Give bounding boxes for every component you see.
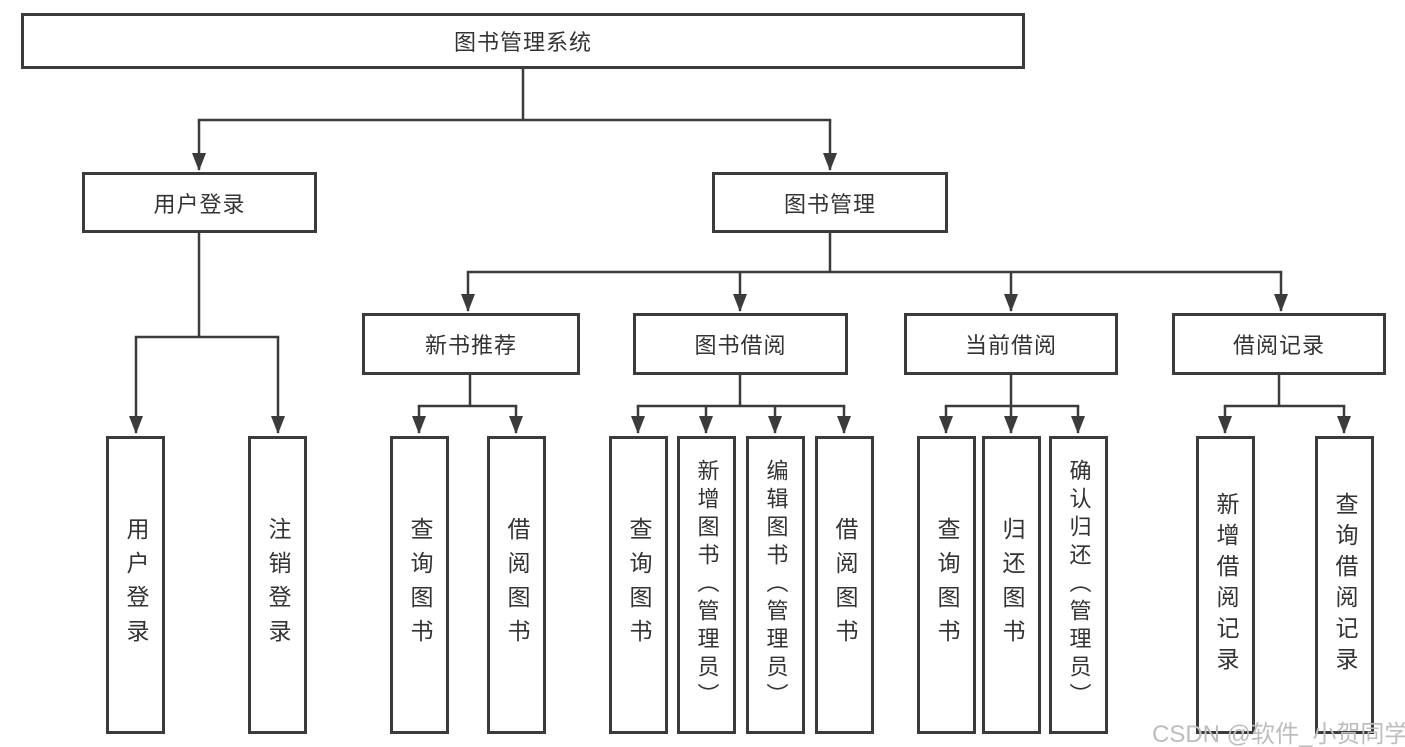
csdn-watermark: CSDN @软件_小贺同学 xyxy=(1152,721,1405,747)
leaf-confirm-return-admin: 确认归还（管理员） xyxy=(1049,436,1108,734)
leaf-query-borrow-record: 查询借阅记录 xyxy=(1315,436,1374,734)
node-user-login-branch: 用户登录 xyxy=(82,172,317,233)
leaf-edit-book-admin: 编辑图书（管理员） xyxy=(746,436,805,734)
leaf-user-login: 用户登录 xyxy=(106,436,165,734)
leaf-query-books-borrow: 查询图书 xyxy=(609,436,668,734)
leaf-add-book-admin: 新增图书（管理员） xyxy=(677,436,736,734)
node-book-management: 图书管理 xyxy=(712,172,948,233)
leaf-return-book: 归还图书 xyxy=(982,436,1041,734)
leaf-query-books-current: 查询图书 xyxy=(917,436,976,734)
leaf-borrow-books: 借阅图书 xyxy=(815,436,874,734)
leaf-borrow-books-recommend: 借阅图书 xyxy=(487,436,546,734)
leaf-logout: 注销登录 xyxy=(248,436,307,734)
node-book-borrowing: 图书借阅 xyxy=(633,313,848,375)
node-current-borrowing: 当前借阅 xyxy=(904,313,1118,375)
node-borrowing-records: 借阅记录 xyxy=(1172,313,1386,375)
node-root-system: 图书管理系统 xyxy=(21,13,1025,69)
leaf-query-books-recommend: 查询图书 xyxy=(390,436,449,734)
leaf-add-borrow-record: 新增借阅记录 xyxy=(1196,436,1255,734)
node-new-book-recommend: 新书推荐 xyxy=(362,313,580,375)
